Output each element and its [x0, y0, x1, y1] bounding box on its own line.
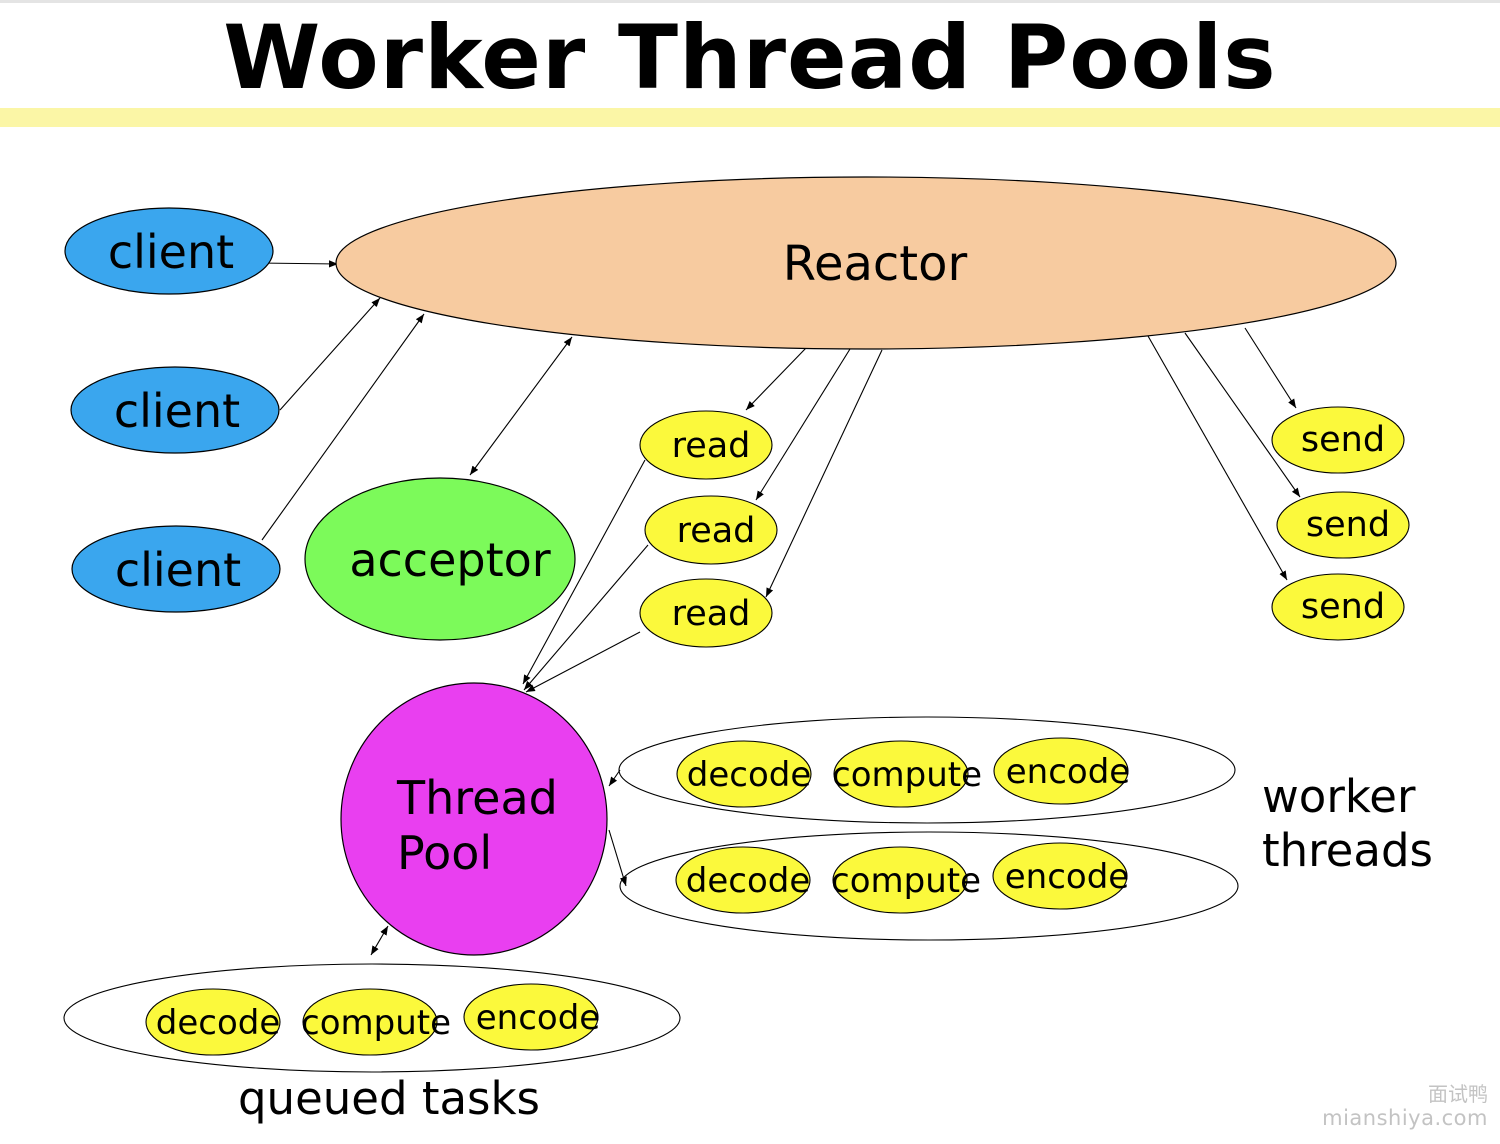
arrow-client-2-to-reactor — [279, 297, 381, 411]
task-label: compute — [832, 755, 982, 795]
worker-threads-label-line-1: worker — [1262, 770, 1416, 823]
client-ellipse — [71, 525, 281, 613]
send-ellipse — [1271, 573, 1405, 641]
reactor-node: Reactor — [335, 176, 1397, 350]
task-label: encode — [476, 998, 600, 1038]
send-label: send — [1306, 505, 1390, 545]
task-label: encode — [1006, 752, 1130, 792]
arrow-reactor-to-read-1 — [745, 347, 807, 411]
arrow-pool-to-workers-row-2 — [608, 829, 627, 887]
watermark-brand: 面试鸭 — [1428, 1082, 1488, 1106]
worker-threads-label-line-2: threads — [1262, 824, 1433, 877]
task-label: decode — [686, 861, 811, 901]
send-label: send — [1301, 587, 1385, 627]
task-ellipse — [676, 740, 812, 808]
task-ellipse — [993, 737, 1129, 805]
task-label: decode — [687, 755, 812, 795]
arrow-client-1-to-reactor — [257, 260, 339, 268]
arrow-reactor-to-read-2 — [755, 348, 851, 501]
send-node: send — [1271, 573, 1405, 641]
client-ellipse — [70, 366, 280, 454]
task-label: compute — [831, 861, 981, 901]
task-ellipse — [463, 983, 599, 1051]
task-ellipse — [832, 846, 968, 914]
reactor-label: Reactor — [783, 236, 968, 292]
send-label: send — [1301, 420, 1385, 460]
client-label: client — [108, 225, 234, 279]
worker-thread-ellipse — [618, 716, 1236, 824]
title-highlight-band — [0, 108, 1500, 127]
arrow-read-3-to-pool — [525, 631, 641, 693]
thread-pool-circle — [340, 682, 608, 956]
watermark-url: mianshiya.com — [1322, 1106, 1488, 1130]
read-label: read — [672, 594, 751, 634]
read-label: read — [677, 511, 756, 551]
thread-pool-node: Thread Pool — [340, 682, 608, 956]
acceptor-ellipse — [304, 477, 576, 641]
read-node: read — [639, 578, 773, 648]
read-label: read — [672, 426, 751, 466]
thread-pool-label-line-1: Thread — [396, 771, 558, 825]
client-label: client — [115, 543, 241, 597]
task-label: compute — [301, 1003, 451, 1043]
send-ellipse — [1271, 406, 1405, 474]
read-ellipse — [639, 578, 773, 648]
send-node: send — [1271, 406, 1405, 474]
task-label: decode — [156, 1003, 281, 1043]
task-ellipse — [302, 988, 438, 1056]
arrow-pool-queue — [370, 925, 389, 956]
queue-ellipse — [63, 963, 681, 1073]
arrow-read-2-to-pool — [523, 544, 649, 691]
task-ellipse — [833, 740, 969, 808]
task-ellipse — [145, 988, 281, 1056]
arrow-read-1-to-pool — [522, 459, 646, 685]
task-ellipse — [675, 846, 811, 914]
send-node: send — [1276, 491, 1410, 559]
connectors — [257, 260, 1301, 956]
queued-tasks-group: decode compute encode queued tasks — [63, 963, 681, 1125]
client-node: client — [70, 366, 280, 454]
read-node: read — [639, 410, 773, 480]
read-ellipse — [644, 495, 778, 565]
client-node: client — [71, 525, 281, 613]
client-ellipse — [64, 207, 274, 295]
client-node: client — [64, 207, 274, 295]
task-ellipse — [992, 842, 1128, 910]
arrow-reactor-to-read-3 — [765, 349, 883, 598]
read-ellipse — [639, 410, 773, 480]
acceptor-node: acceptor — [304, 477, 576, 641]
arrow-reactor-to-send-1 — [1244, 327, 1297, 409]
arrow-workers-row-1-to-pool — [608, 769, 621, 787]
read-node: read — [644, 495, 778, 565]
send-ellipse — [1276, 491, 1410, 559]
worker-thread-ellipse — [619, 831, 1239, 941]
reactor-ellipse — [335, 176, 1397, 350]
arrow-reactor-to-send-3 — [1147, 335, 1288, 581]
queued-tasks-label: queued tasks — [238, 1072, 540, 1125]
acceptor-label: acceptor — [349, 533, 550, 587]
worker-threads-group: decode compute encode decode compute enc… — [618, 716, 1433, 941]
arrow-reactor-to-send-2 — [1184, 332, 1301, 498]
arrow-reactor-acceptor — [469, 336, 573, 476]
task-label: encode — [1005, 857, 1129, 897]
arrow-client-3-to-reactor — [261, 313, 425, 541]
page-title: Worker Thread Pools — [223, 6, 1277, 109]
client-label: client — [114, 384, 240, 438]
top-rule — [0, 0, 1500, 3]
thread-pool-label-line-2: Pool — [397, 826, 492, 880]
